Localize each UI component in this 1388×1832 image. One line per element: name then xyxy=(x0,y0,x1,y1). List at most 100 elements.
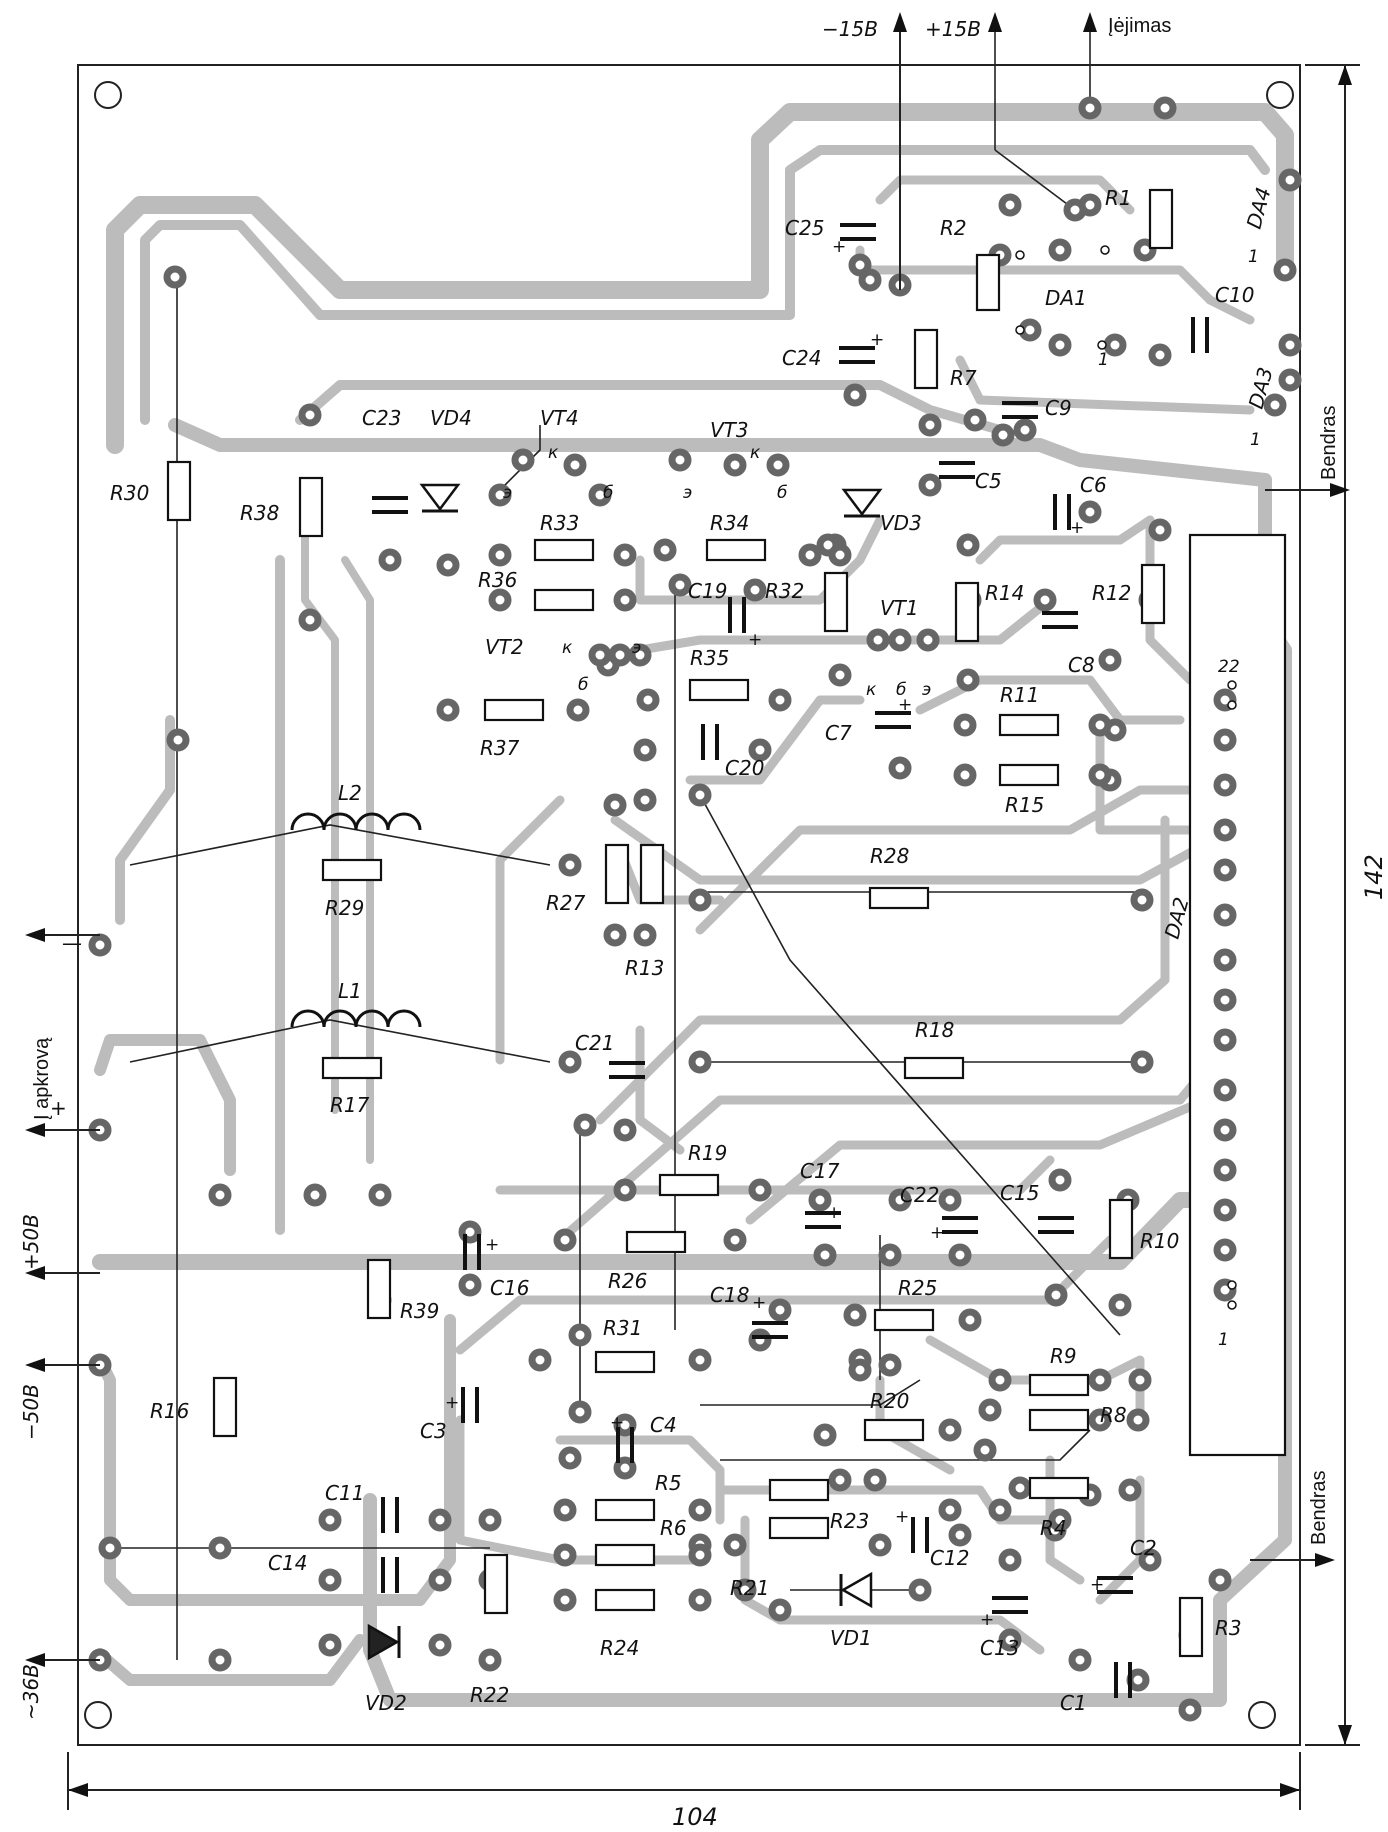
solder-pad xyxy=(1088,1368,1112,1392)
resistor-body xyxy=(366,1258,392,1320)
solder-pad xyxy=(488,588,512,612)
inductor-symbols xyxy=(290,812,422,1028)
solder-pad xyxy=(478,1648,502,1672)
solder-pad xyxy=(608,643,632,667)
solder-pad xyxy=(318,1508,342,1532)
solder-pad xyxy=(1213,948,1237,972)
solder-pad xyxy=(298,403,322,427)
component-label-r37: R37 xyxy=(480,736,520,760)
resistor-body xyxy=(1148,188,1174,250)
solder-pad xyxy=(166,728,190,752)
solder-pad xyxy=(998,193,1022,217)
resistor-body xyxy=(768,1478,830,1502)
solder-pad xyxy=(163,265,187,289)
resistor-body xyxy=(903,1056,965,1080)
label-vt1-e: э xyxy=(922,680,931,700)
component-label-r19: R19 xyxy=(688,1141,727,1165)
resistor-body xyxy=(1140,563,1166,625)
solder-pad xyxy=(318,1633,342,1657)
component-label-c8: C8 xyxy=(1068,653,1095,677)
component-label-r38: R38 xyxy=(240,501,279,525)
mounting-hole xyxy=(1248,1701,1276,1729)
label-vt3-e: э xyxy=(683,483,692,503)
solder-pad xyxy=(1213,858,1237,882)
component-label-r2: R2 xyxy=(940,216,967,240)
component-label-r31: R31 xyxy=(603,1316,642,1340)
dimension-height: 142 xyxy=(1360,854,1388,900)
component-label-c13: C13 xyxy=(980,1636,1019,1660)
component-label-r29: R29 xyxy=(325,896,364,920)
solder-pad xyxy=(558,1050,582,1074)
solder-pad xyxy=(988,1368,1012,1392)
solder-pad xyxy=(553,1543,577,1567)
label-plus15: +15В xyxy=(925,17,981,41)
polarity-plus-mark: + xyxy=(827,1203,841,1223)
component-label-r15: R15 xyxy=(1005,793,1044,817)
solder-pad xyxy=(1044,1283,1068,1307)
component-label-r18: R18 xyxy=(915,1018,954,1042)
resistor-body xyxy=(863,1418,925,1442)
resistor-body xyxy=(533,538,595,562)
component-label-r14: R14 xyxy=(985,581,1024,605)
solder-pad xyxy=(1048,1508,1072,1532)
solder-pad xyxy=(1213,1118,1237,1142)
component-label-vd3: VD3 xyxy=(880,511,922,535)
capacitor-symbols xyxy=(372,223,1209,1698)
resistor-body xyxy=(768,1516,830,1540)
solder-pad xyxy=(488,483,512,507)
ic-pin-hole xyxy=(1097,340,1107,350)
solder-pad xyxy=(688,783,712,807)
component-label-r7: R7 xyxy=(950,366,977,390)
solder-pad xyxy=(88,933,112,957)
solder-pad xyxy=(378,548,402,572)
solder-pad xyxy=(1263,393,1287,417)
solder-pad xyxy=(798,543,822,567)
solder-pad xyxy=(98,1536,122,1560)
solder-pad xyxy=(428,1508,452,1532)
label-load-minus: — xyxy=(62,931,82,955)
solder-pad xyxy=(908,1578,932,1602)
component-label-r24: R24 xyxy=(600,1636,639,1660)
component-label-r9: R9 xyxy=(1050,1344,1077,1368)
polarity-plus-mark: + xyxy=(1070,518,1084,538)
label-ac36: ~36В xyxy=(19,1664,43,1720)
resistor-body xyxy=(1028,1408,1090,1432)
da2-ic-body xyxy=(1188,533,1287,1457)
solder-pad xyxy=(558,1446,582,1470)
solder-pad xyxy=(828,663,852,687)
component-label-c21: C21 xyxy=(575,1031,614,1055)
solder-pad xyxy=(748,1328,772,1352)
resistor-body xyxy=(483,698,545,722)
solder-pad xyxy=(828,543,852,567)
component-label-r1: R1 xyxy=(1105,186,1132,210)
solder-pad xyxy=(511,448,535,472)
solder-pad xyxy=(1088,763,1112,787)
component-label-r36: R36 xyxy=(478,568,517,592)
label-da2-pin22: 22 xyxy=(1218,657,1240,677)
solder-pad xyxy=(916,628,940,652)
solder-pad xyxy=(768,1298,792,1322)
solder-pad xyxy=(436,553,460,577)
resistor-body xyxy=(823,571,849,633)
component-label-vd2: VD2 xyxy=(365,1691,407,1715)
dimension-width: 104 xyxy=(672,1803,718,1831)
component-label-c11: C11 xyxy=(325,1481,364,1505)
resistor-body xyxy=(975,253,1001,312)
label-vt2-e: э xyxy=(632,638,641,658)
solder-pad xyxy=(368,1183,392,1207)
solder-pad xyxy=(1126,1668,1150,1692)
solder-pad xyxy=(1098,648,1122,672)
ic-pin-hole xyxy=(1227,1300,1237,1310)
solder-pad xyxy=(888,1188,912,1212)
solder-pad xyxy=(668,573,692,597)
solder-pad xyxy=(858,268,882,292)
component-label-vd1: VD1 xyxy=(830,1626,872,1650)
component-label-r32: R32 xyxy=(765,579,804,603)
component-label-r35: R35 xyxy=(690,646,729,670)
component-label-c7: C7 xyxy=(825,721,852,745)
ic-pin-hole xyxy=(1015,325,1025,335)
solder-pad xyxy=(553,1228,577,1252)
solder-pad xyxy=(953,713,977,737)
component-label-r39: R39 xyxy=(400,1299,439,1323)
resistor-body xyxy=(604,843,630,905)
